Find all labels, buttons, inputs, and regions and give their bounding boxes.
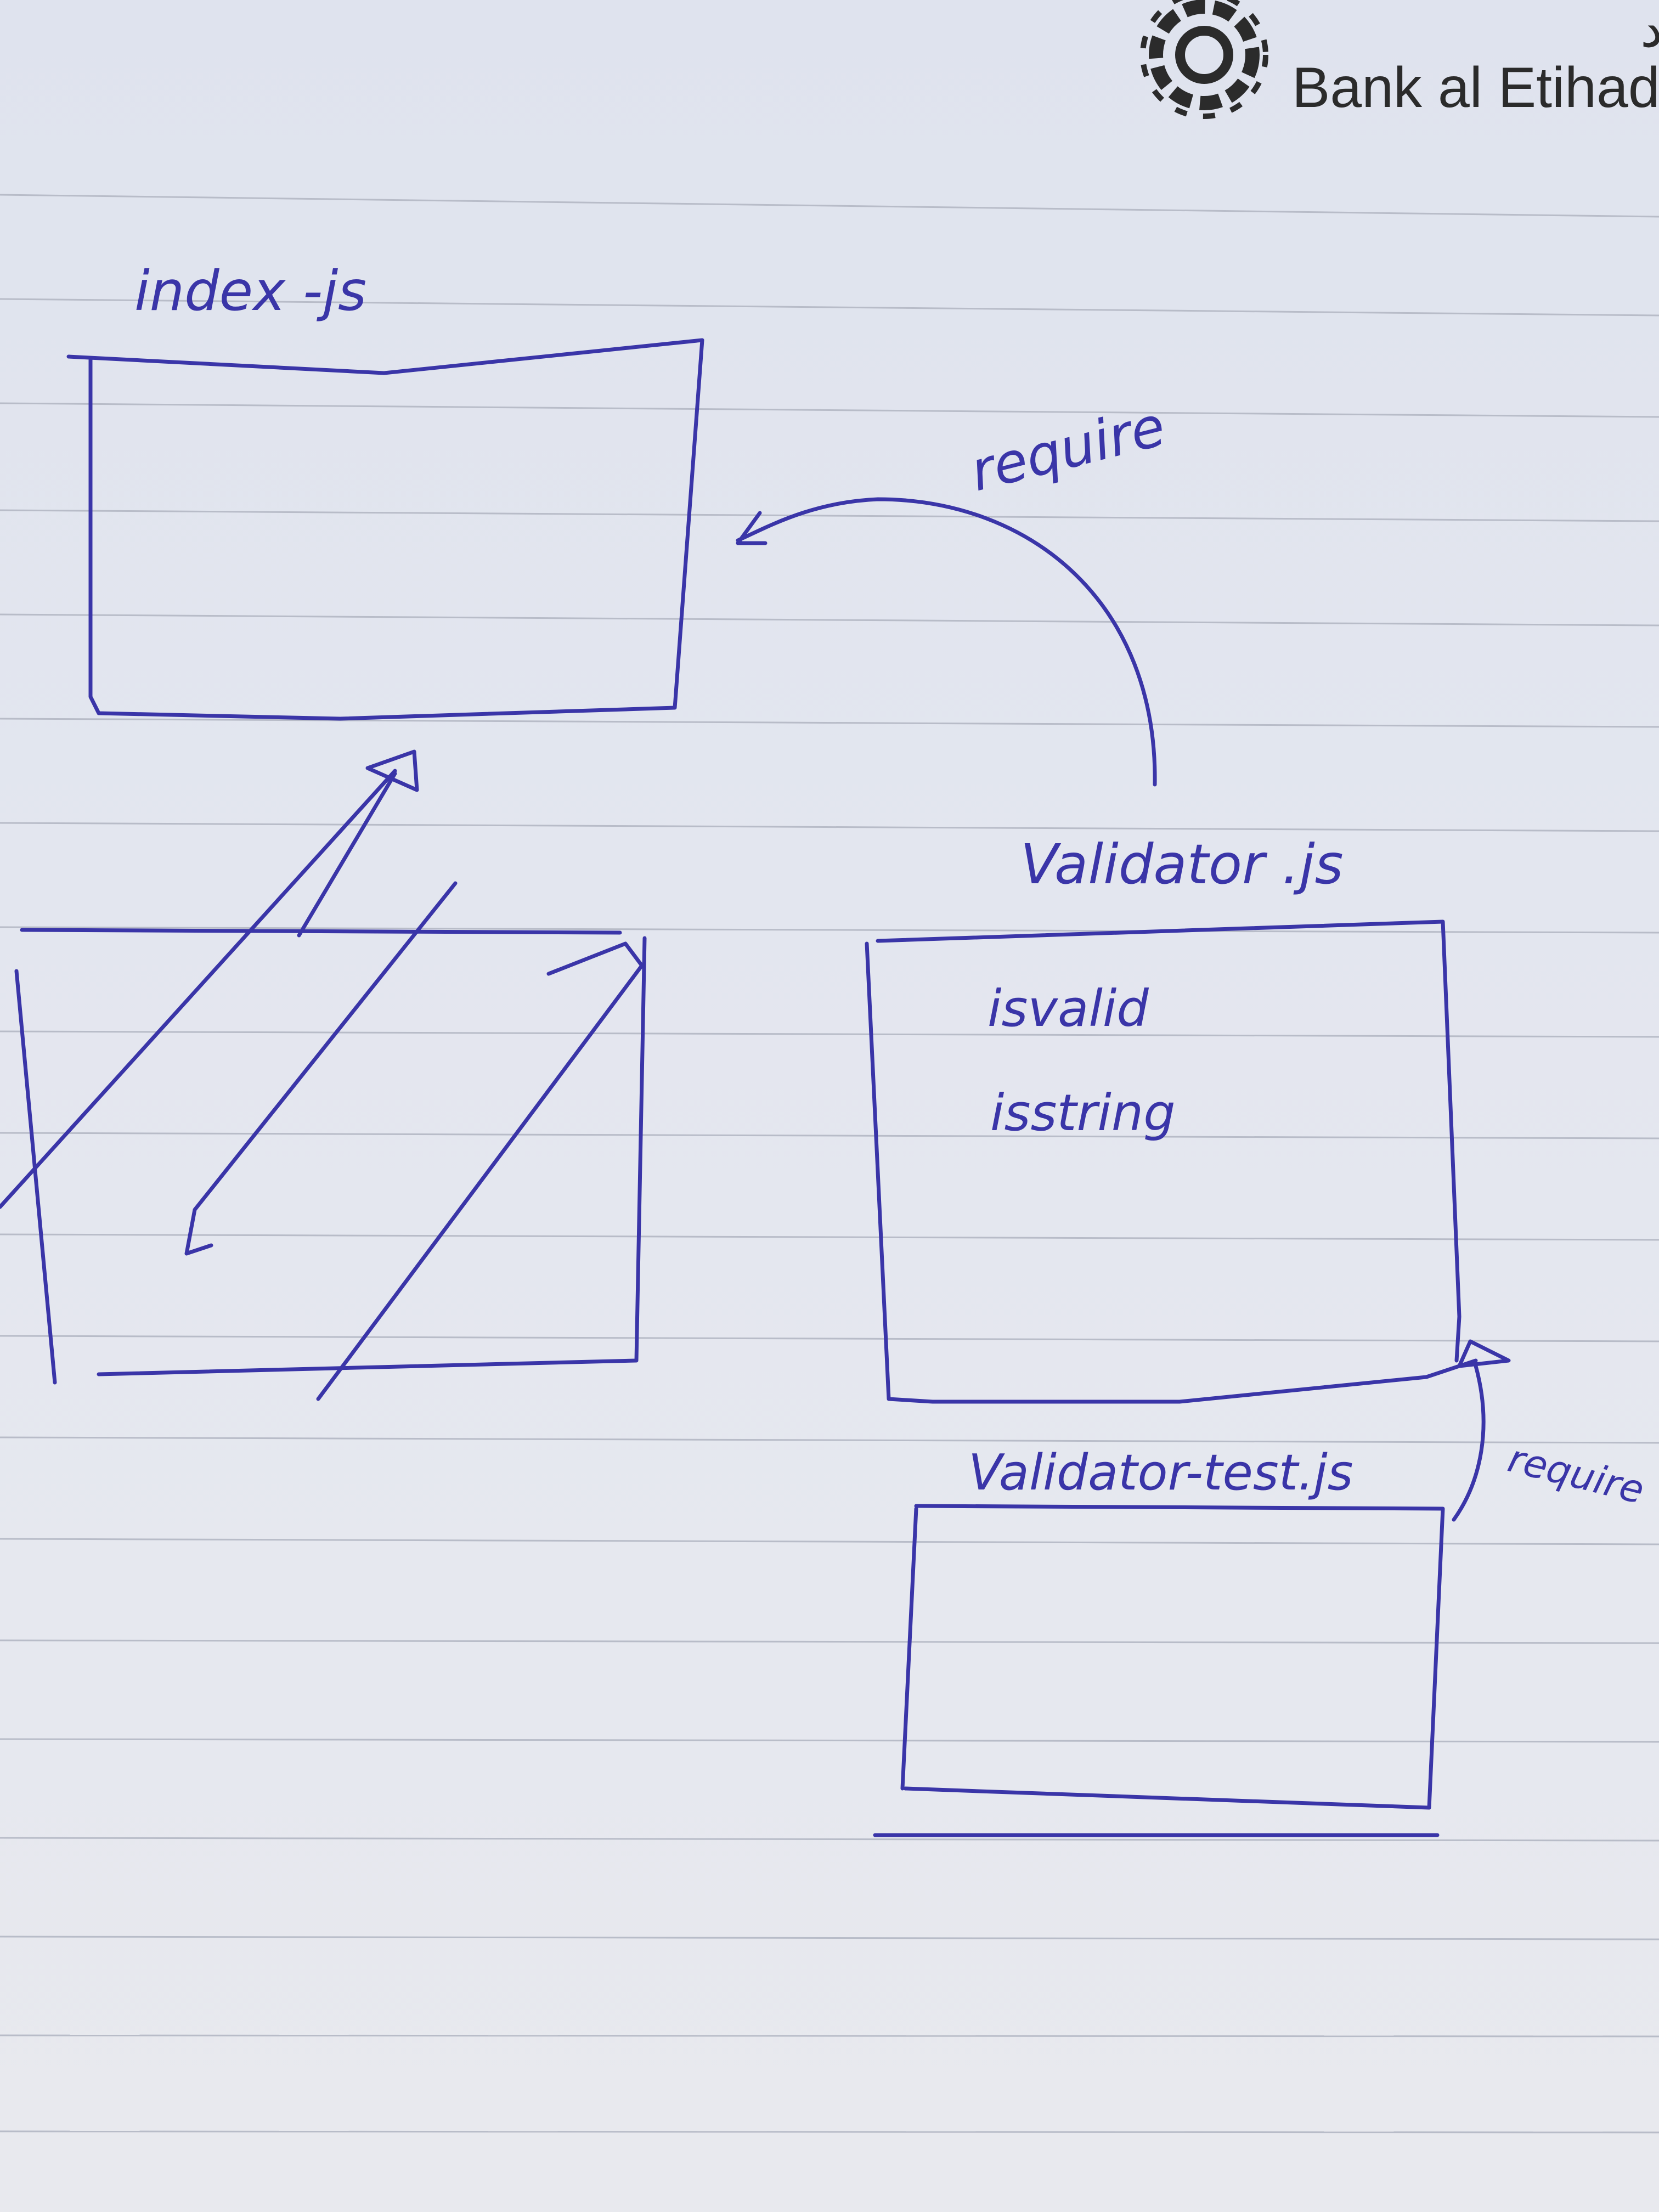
node-index-label: index -js [134, 259, 366, 323]
bank-logo [1140, 0, 1268, 119]
node-validator-test-box [873, 1504, 1445, 1837]
node-validator-box [865, 919, 1478, 1404]
edge-unnamed-to-index [297, 749, 419, 938]
ruled-lines [0, 194, 1659, 2134]
edge-validator-to-index [736, 497, 1157, 787]
brand-name-english: Bank al Etihad [1292, 56, 1659, 120]
node-validator-content-isstring: isstring [990, 1084, 1176, 1142]
node-unnamed-box [0, 769, 647, 1401]
brand-name-arabic: بنك الاتحاد [1640, 0, 1659, 59]
node-validator-test-label: Validator-test.js [968, 1444, 1353, 1502]
node-validator-label: Validator .js [1020, 832, 1344, 896]
edge-validator-test-to-validator-label: require [1504, 1436, 1649, 1513]
node-index-box [66, 338, 704, 721]
edge-validator-test-to-validator [1452, 1339, 1511, 1522]
edge-validator-to-index-label: require [964, 394, 1172, 504]
flower-emblem-icon [1140, 0, 1268, 119]
node-validator-content-isvalid: isvalid [988, 979, 1149, 1038]
